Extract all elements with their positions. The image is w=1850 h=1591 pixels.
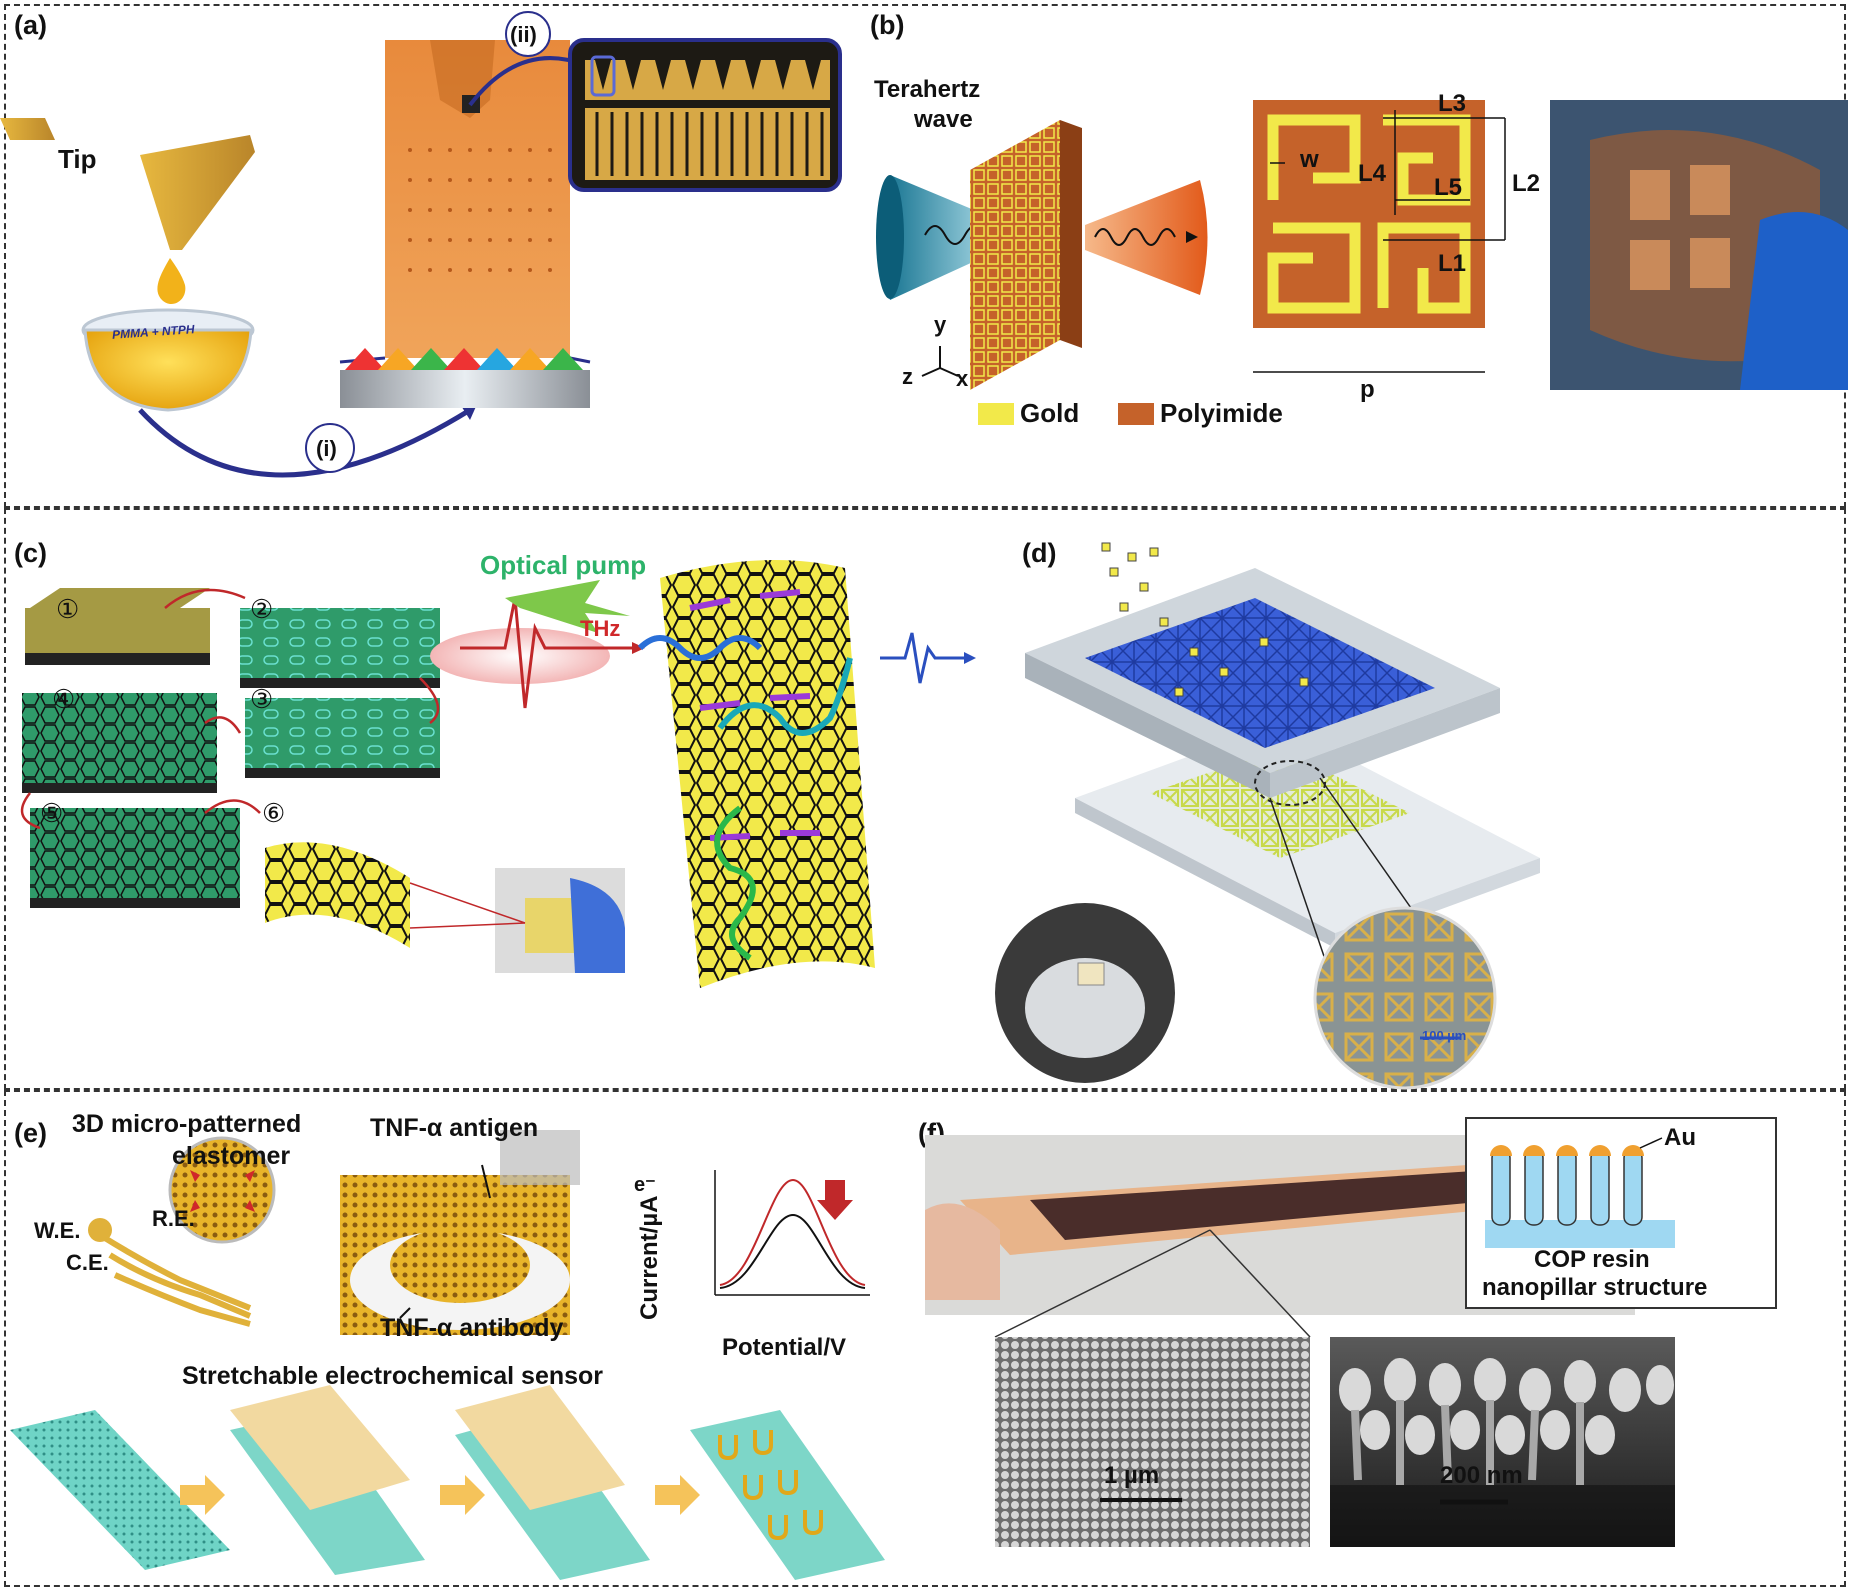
panel-d-label: (d)	[1022, 538, 1057, 568]
micrograph-circle	[1313, 906, 1497, 1090]
legend-gold-swatch	[978, 403, 1014, 425]
panel-b-illustration	[876, 100, 1848, 425]
terahertz-label-2: wave	[914, 106, 973, 133]
panel-a-label: (a)	[14, 10, 47, 40]
dim-L3-label: L3	[1438, 90, 1467, 117]
we-label: W.E.	[34, 1218, 81, 1243]
legend-polyimide-label: Polyimide	[1160, 398, 1283, 428]
optical-pump-bolt	[505, 580, 630, 633]
panel-b-label: (b)	[870, 10, 905, 40]
panel-d-illustration	[995, 542, 1540, 1090]
panel-a-illustration	[0, 11, 842, 478]
cop-label-2: nanopillar structure	[1482, 1274, 1708, 1301]
fab-step-3	[455, 1385, 650, 1580]
fab-step-2	[230, 1385, 425, 1575]
sem-scale-1: 1 µm	[1104, 1462, 1160, 1489]
panel-c: (c)	[0, 508, 980, 1090]
axis-y-label: y	[934, 312, 947, 337]
dispensing-tip	[140, 135, 255, 250]
panel-f-illustration	[925, 1117, 1777, 1547]
elastomer-title-2: elastomer	[172, 1142, 291, 1170]
antibody-label: TNF-α antibody	[380, 1314, 564, 1342]
row3-frame	[4, 1090, 1846, 1587]
step-ii-label: (ii)	[510, 22, 537, 47]
electron-label: e⁻	[634, 1174, 656, 1196]
arrow-i	[138, 407, 472, 478]
substrate-base	[340, 370, 590, 408]
legend-gold-label: Gold	[1020, 398, 1080, 428]
elastomer-zoom	[168, 1136, 276, 1244]
panel-d: (d)	[980, 508, 1850, 1090]
metasurface-slab	[970, 120, 1060, 390]
sem-image-top	[995, 1337, 1310, 1547]
axis-x-label: x	[956, 366, 969, 391]
antigen-label: TNF-α antigen	[370, 1114, 539, 1142]
transmitted-cone	[1085, 180, 1208, 295]
step-1-label: ①	[56, 594, 80, 624]
step-4-label: ④	[52, 684, 76, 714]
voltammogram	[714, 1170, 870, 1296]
current-axis-label: Current/µA	[636, 1195, 663, 1321]
elastomer-title-1: 3D micro-patterned	[72, 1110, 302, 1138]
incident-cone	[880, 175, 1010, 300]
row2-frame	[4, 508, 1846, 1090]
au-label: Au	[1664, 1124, 1696, 1151]
nanopillar-drawing	[1485, 1137, 1675, 1248]
blue-metasurface	[1085, 598, 1435, 748]
step-2-label: ②	[250, 594, 274, 624]
dim-w-label: w	[1300, 146, 1319, 173]
step-i-label: (i)	[316, 436, 337, 461]
green-metasurface	[1150, 748, 1410, 858]
panel-e: (e)	[0, 1090, 900, 1587]
tip-bar	[0, 118, 55, 140]
dim-L4-label: L4	[1358, 160, 1387, 187]
step-3-label: ③	[250, 684, 274, 714]
fab-step-4	[690, 1410, 885, 1580]
dim-L5-label: L5	[1434, 174, 1463, 201]
sem-scale-2: 200 nm	[1440, 1462, 1523, 1489]
micrograph-scale-label: 100 µm	[1422, 1028, 1467, 1043]
step-5-label: ⑤	[40, 798, 64, 828]
functionalized-sheet	[660, 560, 875, 988]
dim-L2-label: L2	[1512, 170, 1541, 197]
panel-e-illustration	[10, 1130, 885, 1580]
tip-label: Tip	[58, 144, 97, 174]
decrease-arrow	[817, 1180, 853, 1220]
droplet	[157, 258, 186, 305]
dim-L1-label: L1	[1438, 250, 1467, 277]
step-i-circle	[305, 423, 355, 473]
sensor-title: Stretchable electrochemical sensor	[182, 1362, 604, 1390]
unit-cell	[1253, 100, 1485, 328]
step-4-slab	[22, 693, 217, 793]
step-ii-circle	[505, 11, 551, 57]
step-6-label: ⑥	[262, 798, 286, 828]
nanopillar-schematic	[1465, 1117, 1777, 1309]
panel-c-illustration	[20, 560, 976, 988]
dim-p-label: p	[1360, 376, 1375, 403]
bowl	[83, 328, 253, 412]
panel-b: (b)	[860, 0, 1850, 508]
re-label: R.E.	[152, 1206, 195, 1231]
panel-a: (a)	[0, 0, 860, 508]
step-3-slab	[245, 698, 440, 778]
step-5-slab	[30, 808, 240, 908]
step-1-slab	[25, 588, 210, 665]
optical-pump-label: Optical pump	[480, 550, 647, 580]
cop-label-1: COP resin	[1534, 1246, 1650, 1273]
potential-axis-label: Potential/V	[722, 1334, 847, 1361]
panel-e-label: (e)	[14, 1118, 47, 1148]
panel-c-label: (c)	[14, 538, 47, 568]
terahertz-label-1: Terahertz	[874, 76, 981, 103]
fab-step-1	[10, 1410, 230, 1570]
thz-label: THz	[580, 616, 621, 641]
step-2-slab	[240, 608, 440, 688]
ce-label: C.E.	[66, 1250, 109, 1275]
legend-polyimide-swatch	[1118, 403, 1154, 425]
chip-dot-array	[408, 148, 552, 272]
printed-cones	[345, 348, 583, 370]
step-6-sheet	[265, 842, 410, 948]
panel-f: (f)	[900, 1090, 1850, 1587]
axis-z-label: z	[902, 364, 913, 389]
